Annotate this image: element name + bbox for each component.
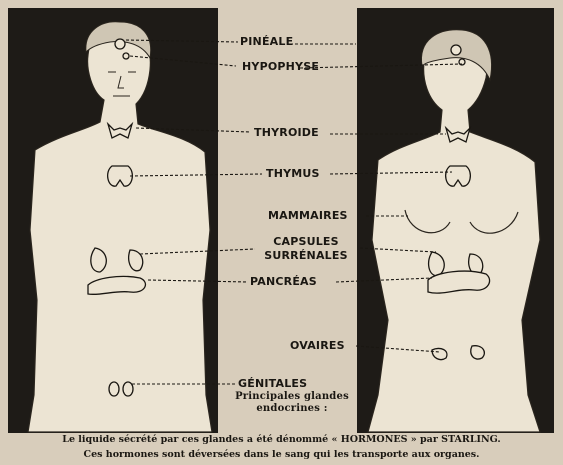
male-pineal-gland xyxy=(115,39,125,49)
caption-line-1: Le liquide sécrété par ces glandes a été… xyxy=(0,434,563,445)
female-ovary-right xyxy=(471,346,485,359)
caption-line-2: Ces hormones sont déversées dans le sang… xyxy=(0,449,563,460)
label-capsules: CAPSULES xyxy=(256,236,356,248)
female-pancreas xyxy=(428,271,490,293)
label-thyroide: THYROIDE xyxy=(254,127,319,139)
label-pineale: PINÉALE xyxy=(240,36,293,48)
female-pineal-gland xyxy=(451,45,461,55)
label-hypophyse: HYPOPHYSE xyxy=(242,61,319,73)
label-capsules-surrenales: CAPSULES SURRÉNALES xyxy=(256,236,356,261)
label-principales-line1: Principales glandes xyxy=(222,392,362,403)
label-ovaires: OVAIRES xyxy=(290,340,345,352)
male-pituitary-gland xyxy=(123,53,129,59)
label-pancreas: PANCRÉAS xyxy=(250,276,317,288)
label-genitales: GÉNITALES xyxy=(238,378,307,390)
male-genital-left xyxy=(109,382,119,396)
label-thymus: THYMUS xyxy=(266,168,320,180)
label-principales-line2: endocrines : xyxy=(222,404,362,415)
label-surrenales: SURRÉNALES xyxy=(256,250,356,262)
male-genital-right xyxy=(123,382,133,396)
label-mammaires: MAMMAIRES xyxy=(268,210,348,222)
label-principales-glandes: Principales glandes endocrines : xyxy=(222,392,362,414)
